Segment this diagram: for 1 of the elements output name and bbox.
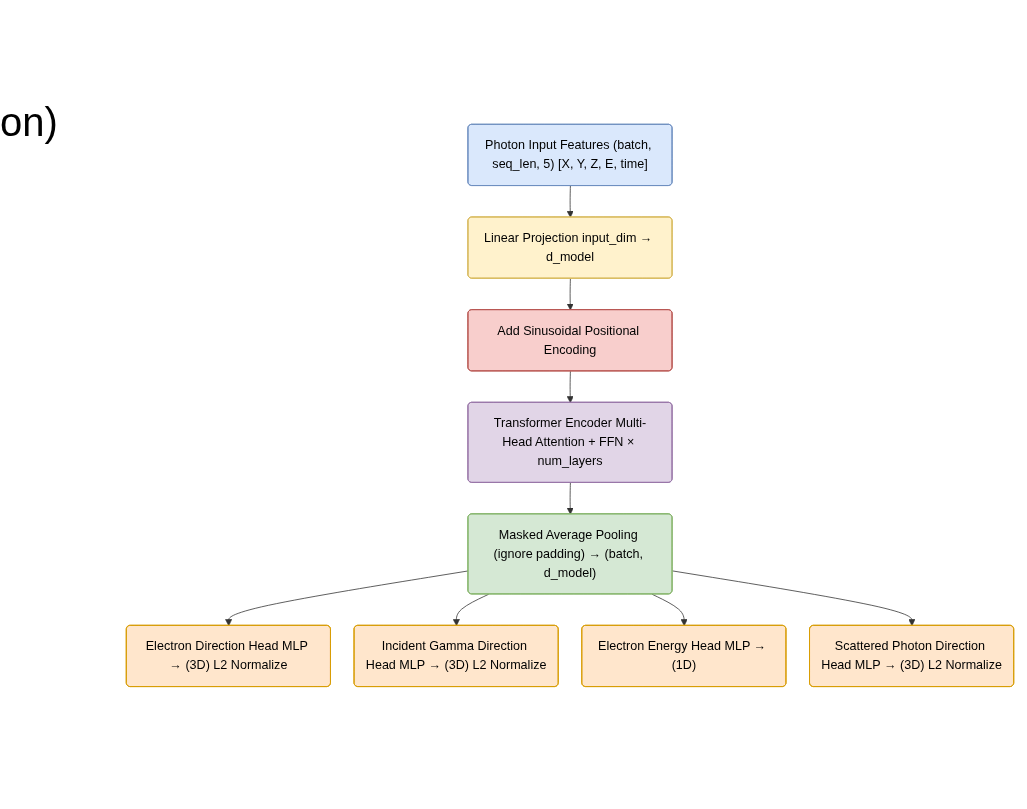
partial-title-text: on) xyxy=(0,100,58,145)
